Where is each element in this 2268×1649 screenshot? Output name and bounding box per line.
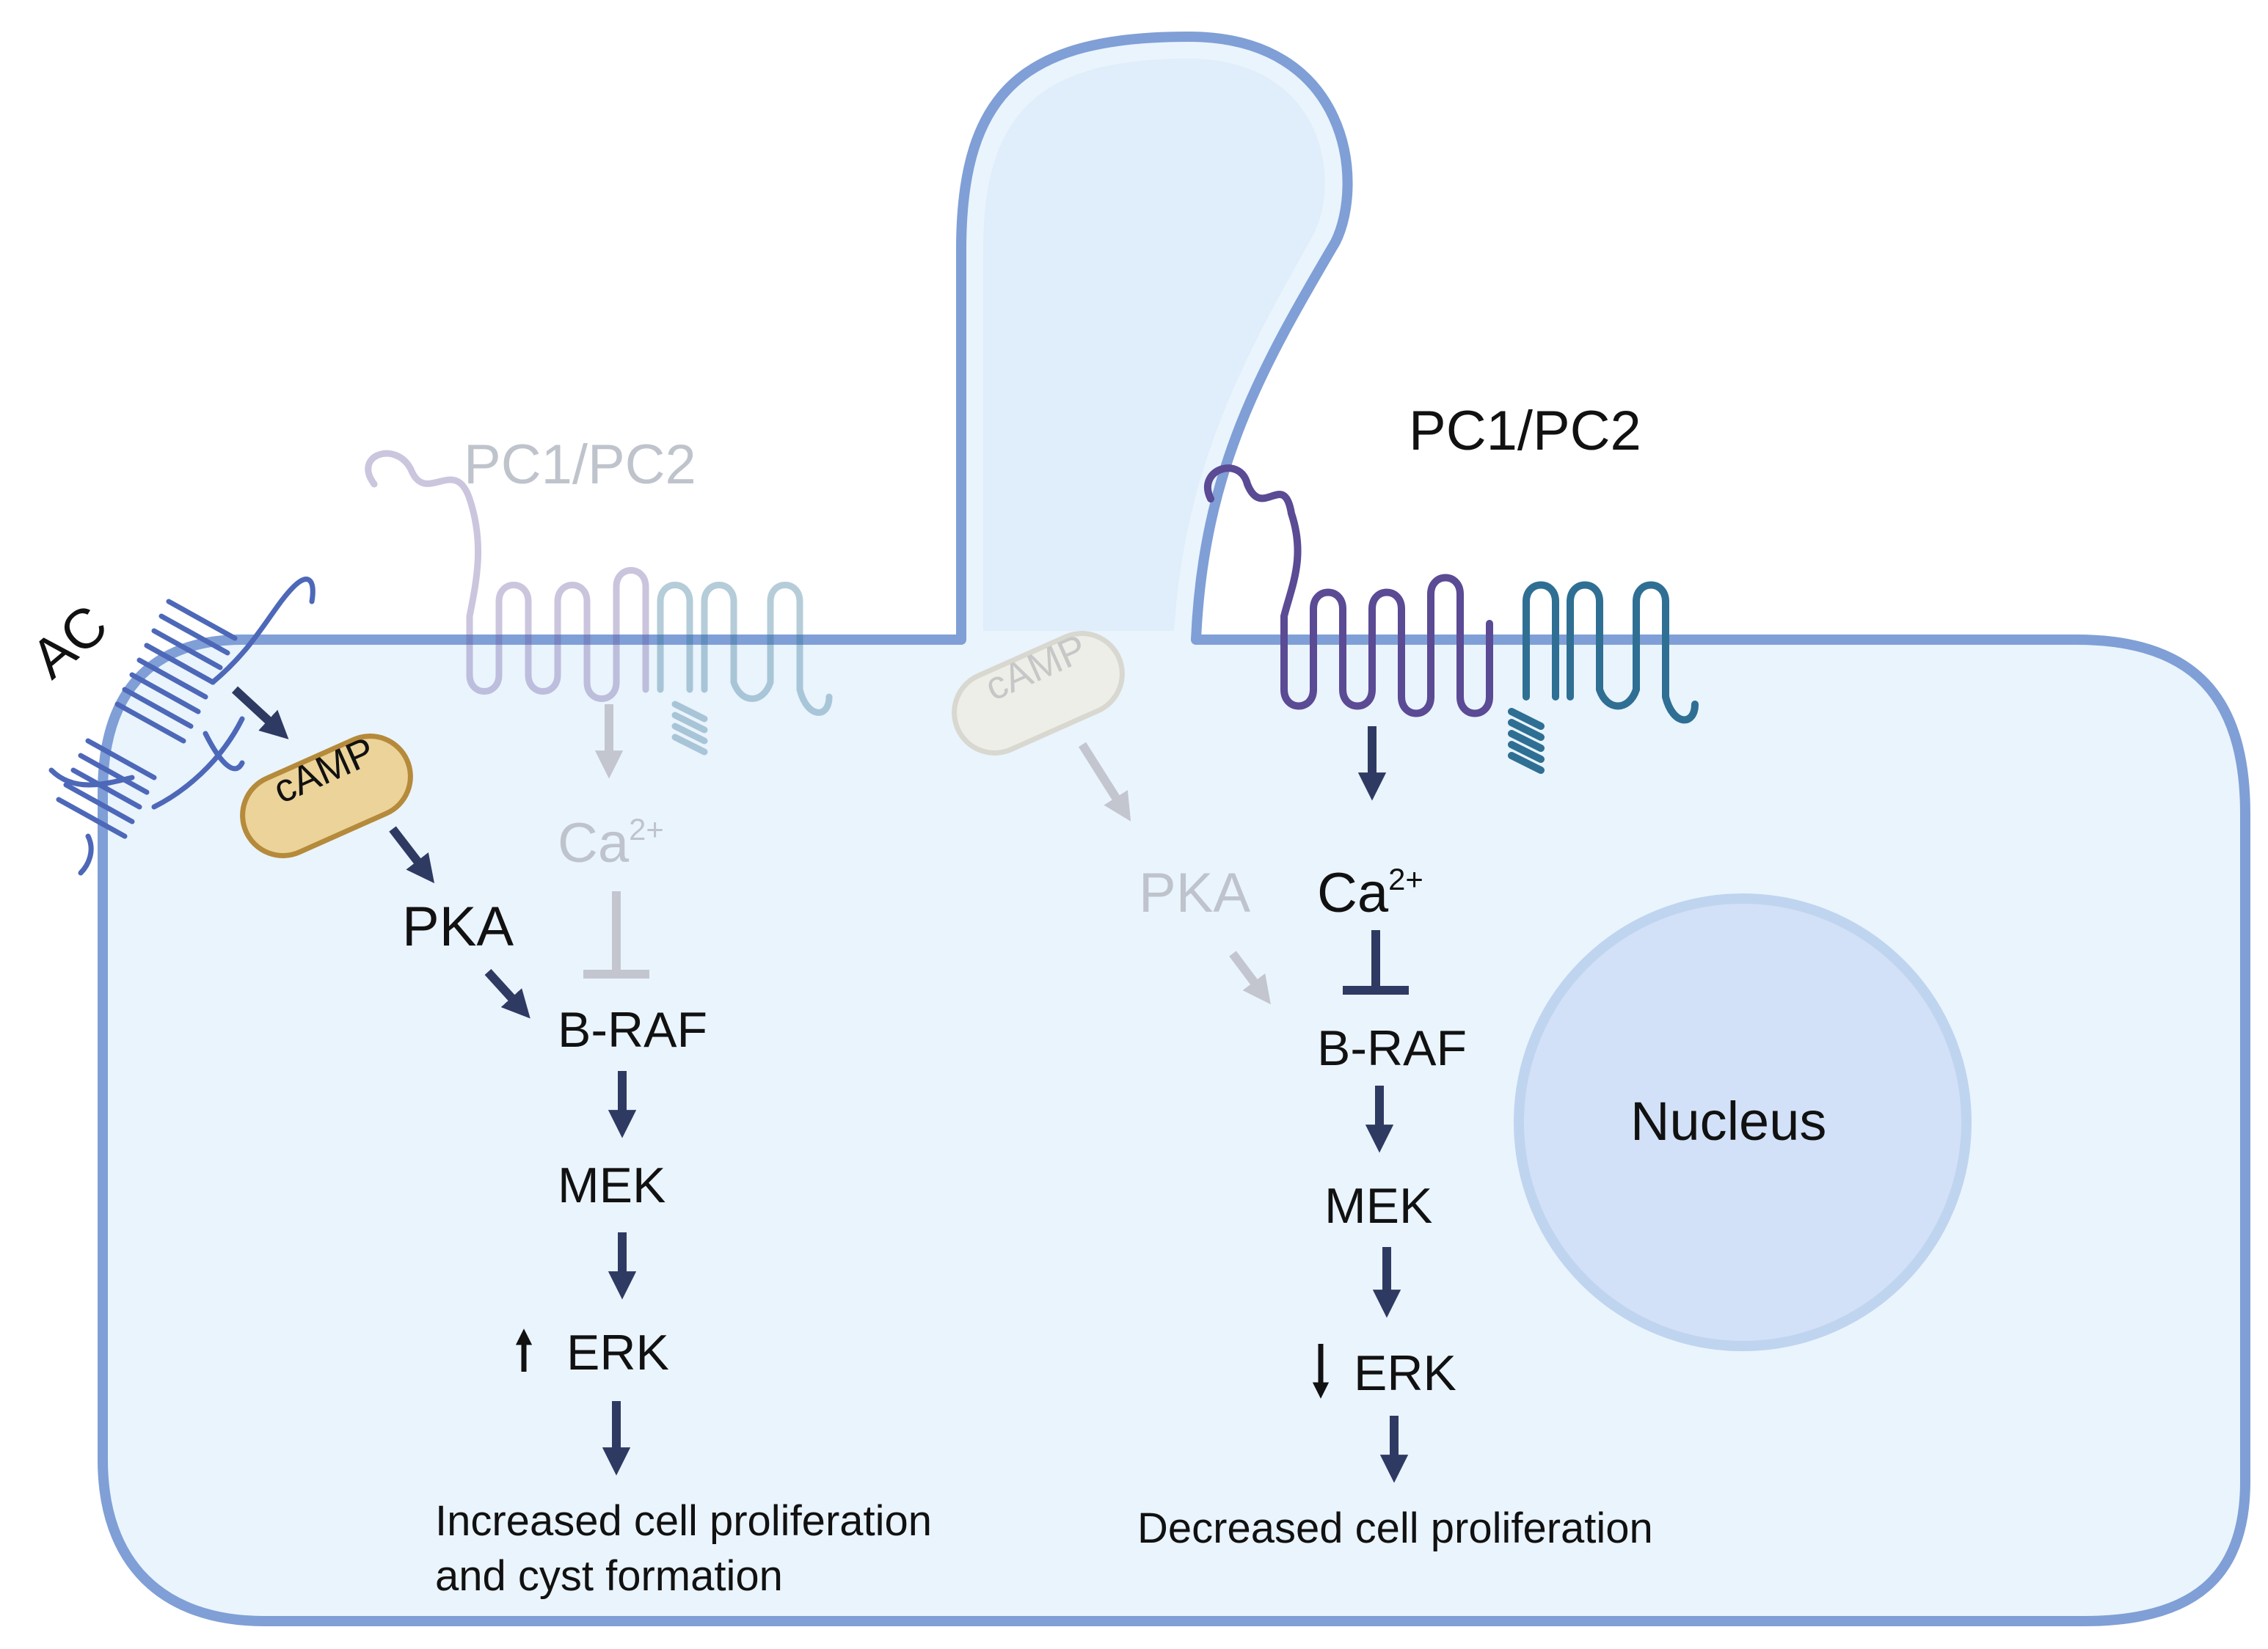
outcome-left-line2: and cyst formation (435, 1552, 783, 1600)
mek-left-label: MEK (558, 1158, 666, 1213)
erk-right-label: ERK (1354, 1345, 1456, 1401)
braf-right-label: B-RAF (1317, 1020, 1467, 1076)
pc-faded-label: PC1/PC2 (464, 434, 696, 496)
polycystin-complex-faded-icon (365, 450, 833, 756)
outcome-left-line1: Increased cell proliferation (435, 1497, 933, 1545)
inhibition-ca-braf-faded (583, 891, 649, 979)
arrow-camp-to-pka-faded (1078, 742, 1131, 822)
outcome-right-label: Decreased cell proliferation (1137, 1504, 1653, 1552)
arrow-ac-to-camp (231, 686, 289, 739)
arrow-pka-to-braf (484, 968, 530, 1019)
primary-cilium (983, 59, 1325, 631)
ca-left-label: Ca2+ (558, 811, 664, 874)
arrow-camp-to-pka (389, 826, 435, 884)
nucleus (1514, 893, 1972, 1351)
inhibition-ca-braf (1343, 930, 1409, 995)
erk-left-label: ERK (566, 1325, 669, 1381)
camp-pill-right-icon (952, 631, 1125, 756)
pka-right-label: PKA (1139, 862, 1251, 924)
polycystin-complex-active-icon (1203, 464, 1699, 774)
pka-left-label: PKA (402, 896, 514, 958)
ca-right-label: Ca2+ (1317, 861, 1423, 924)
braf-left-label: B-RAF (558, 1002, 707, 1058)
camp-pill-left-icon (240, 734, 413, 858)
pc-active-label: PC1/PC2 (1409, 400, 1641, 462)
right-pathway-arrows (1078, 726, 1409, 1483)
adenylyl-cyclase-icon (48, 577, 316, 876)
left-pathway-arrows (231, 686, 637, 1476)
mek-right-label: MEK (1324, 1178, 1433, 1234)
nucleus-label: Nucleus (1630, 1091, 1827, 1152)
arrow-pka-to-braf-faded (1229, 951, 1271, 1005)
